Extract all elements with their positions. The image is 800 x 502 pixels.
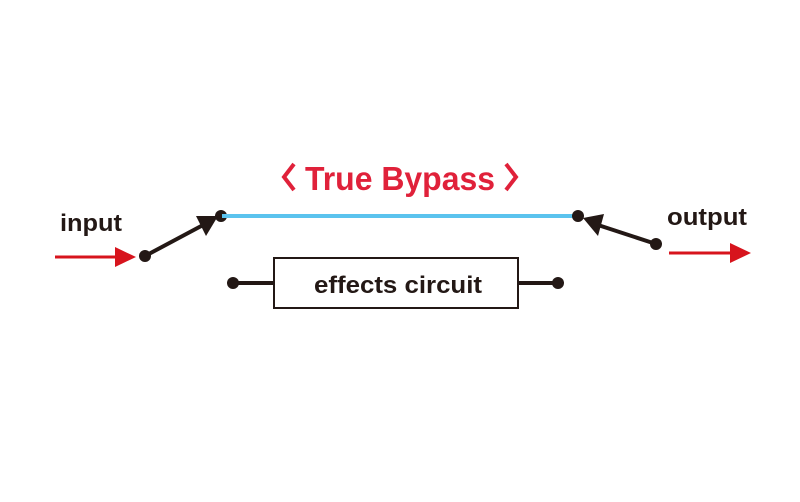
title-text: True Bypass <box>305 160 495 197</box>
input-arrow-icon <box>55 247 136 267</box>
input-switch <box>139 210 227 262</box>
input-label: input <box>60 210 122 237</box>
bypass-right-dot <box>572 210 584 222</box>
effects-right-dot <box>552 277 564 289</box>
output-label: output <box>667 204 747 231</box>
effects-circuit: effects circuit <box>227 257 564 309</box>
left-chevron-icon <box>281 162 296 192</box>
right-chevron-icon <box>504 162 519 192</box>
diagram-title: True Bypass <box>281 160 519 197</box>
bypass-left-dot <box>215 210 227 222</box>
switch-arrowhead-icon <box>196 216 218 236</box>
switch-pivot-dot <box>650 238 662 250</box>
effects-circuit-label: effects circuit <box>314 272 482 299</box>
output-arrow-icon <box>669 243 751 263</box>
output-switch <box>572 210 662 250</box>
switch-arrowhead-icon <box>583 214 604 236</box>
